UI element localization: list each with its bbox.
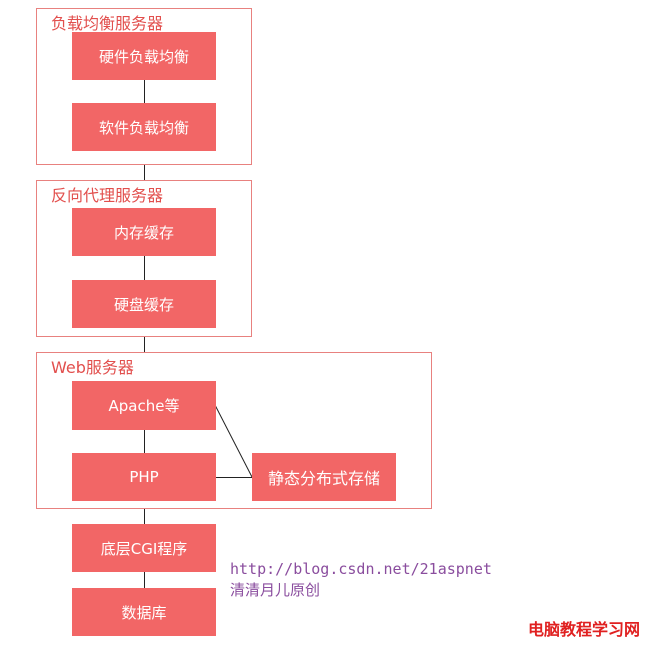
connector-line [144, 256, 145, 280]
reverse-proxy-group: 反向代理服务器 [36, 180, 252, 337]
connector-line [144, 572, 145, 588]
php-node: PHP [72, 453, 216, 501]
load-balancer-group: 负载均衡服务器 [36, 8, 252, 165]
connector-line [144, 165, 145, 181]
web-server-group: Web服务器 [36, 352, 432, 509]
hardware-load-balancer-node: 硬件负载均衡 [72, 32, 216, 80]
disk-cache-node: 硬盘缓存 [72, 280, 216, 328]
site-watermark: 电脑教程学习网 [527, 620, 640, 639]
group-title: Web服务器 [51, 358, 134, 377]
connector-line [215, 477, 253, 478]
connector-line [144, 509, 145, 524]
connector-line [144, 337, 145, 353]
author-credit-text: 清清月儿原创 [230, 581, 321, 599]
memory-cache-node: 内存缓存 [72, 208, 216, 256]
apache-node: Apache等 [72, 381, 216, 430]
group-title: 负载均衡服务器 [51, 14, 164, 33]
static-distributed-storage-node: 静态分布式存储 [252, 453, 396, 501]
connector-line [144, 80, 145, 103]
cgi-program-node: 底层CGI程序 [72, 524, 216, 572]
software-load-balancer-node: 软件负载均衡 [72, 103, 216, 151]
connector-line [144, 430, 145, 453]
database-node: 数据库 [72, 588, 216, 636]
blog-url-text: http://blog.csdn.net/21aspnet [230, 560, 492, 578]
group-title: 反向代理服务器 [51, 186, 164, 205]
